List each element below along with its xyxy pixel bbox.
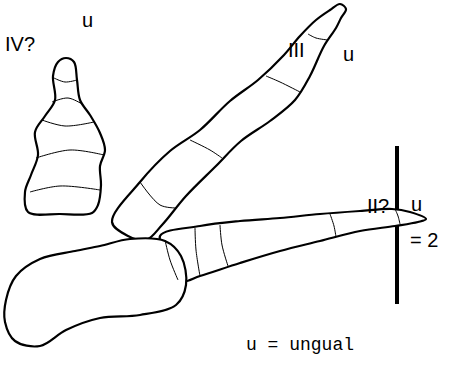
- ungual-label: u: [82, 10, 93, 30]
- joint-line: [36, 150, 104, 158]
- joint-line: [42, 120, 94, 126]
- joint-line: [140, 182, 176, 208]
- joint-line: [266, 76, 300, 92]
- joint-line: [190, 140, 222, 158]
- digit-four-outline: [25, 58, 105, 215]
- digit-two-outline: [160, 209, 426, 282]
- joint-line: [308, 34, 328, 40]
- digit-three-outline: [112, 4, 346, 240]
- digit-label: IV?: [5, 34, 35, 54]
- joint-line: [52, 98, 82, 104]
- scale-value: = 2: [410, 230, 438, 250]
- joint-line: [54, 78, 77, 82]
- key-note: u = ungual: [246, 336, 354, 354]
- joint-line: [195, 228, 200, 276]
- digit-label: III: [288, 40, 305, 60]
- joint-line: [30, 186, 100, 192]
- ungual-label: u: [411, 194, 422, 214]
- joint-line: [220, 225, 228, 266]
- ungual-label: u: [343, 44, 354, 64]
- joint-line: [395, 209, 400, 224]
- joint-line: [330, 214, 336, 237]
- digit-label: II?: [367, 196, 389, 216]
- metatarsal-outline: [4, 238, 186, 346]
- joint-line: [165, 240, 178, 280]
